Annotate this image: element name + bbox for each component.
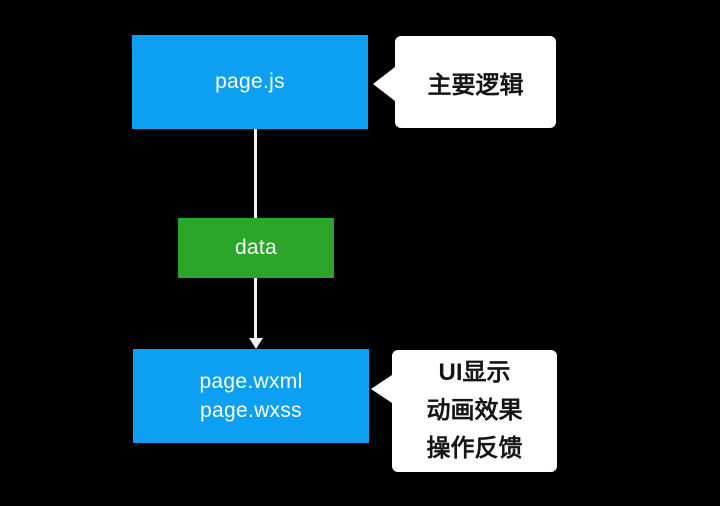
node-page-js: page.js [132,35,368,129]
arrow-down-icon [249,338,263,349]
node-page-wxss-label: page.wxss [200,399,302,422]
node-data-label: data [234,236,278,259]
node-data: data [178,218,334,278]
node-page-wxml-label: page.wxml [199,370,303,393]
callout-ui-effects: UI显示 动画效果 操作反馈 [392,350,557,472]
callout-feedback-text: 操作反馈 [426,435,523,462]
callout-animation-text: 动画效果 [426,397,523,424]
node-page-js-label: page.js [215,70,285,93]
callout-pointer-left-icon [371,375,392,403]
node-page-wxml-wxss: page.wxml page.wxss [133,349,369,443]
callout-main-logic-text: 主要逻辑 [427,71,524,99]
callout-pointer-left-icon [373,67,395,101]
callout-ui-display-text: UI显示 [438,359,511,386]
callout-main-logic: 主要逻辑 [395,36,556,128]
